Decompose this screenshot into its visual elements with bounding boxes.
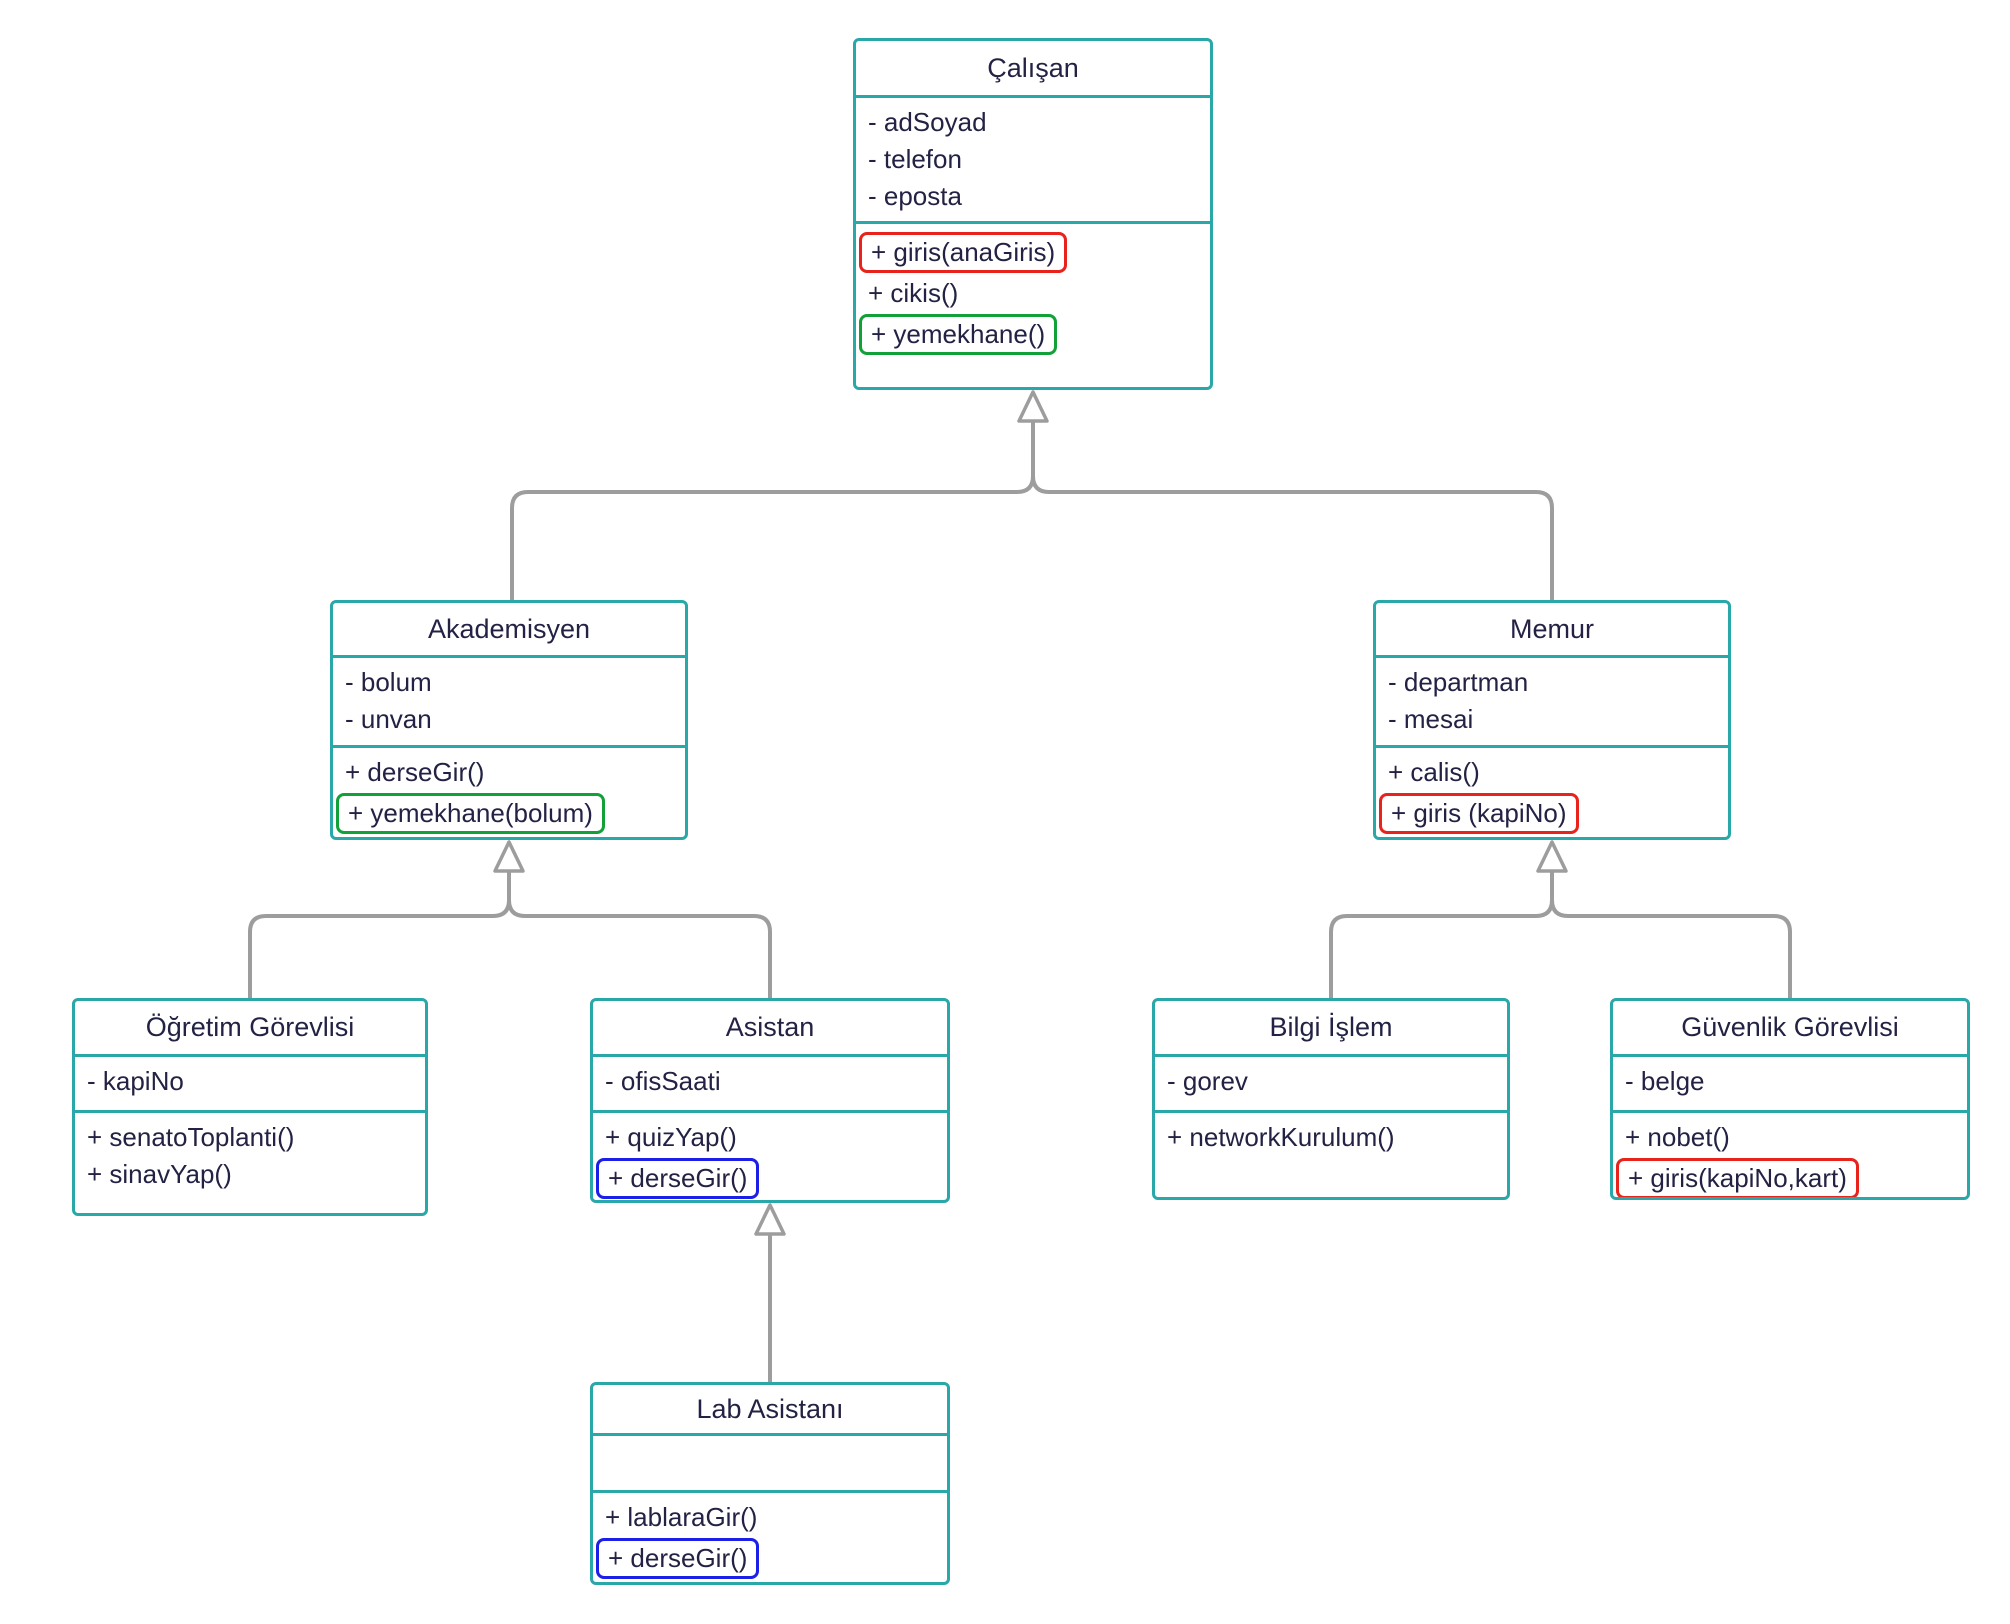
method-line-highlighted-red: + giris(anaGiris) xyxy=(859,232,1068,273)
class-box-ogretim-gorevlisi: Öğretim Görevlisi - kapiNo + senatoTopla… xyxy=(72,998,428,1216)
class-attributes: - bolum - unvan xyxy=(333,658,685,748)
class-title: Memur xyxy=(1376,603,1728,658)
class-attributes: - kapiNo xyxy=(75,1057,425,1113)
class-box-bilgi-islem: Bilgi İşlem - gorev + networkKurulum() xyxy=(1152,998,1510,1200)
attribute-line: - kapiNo xyxy=(87,1066,184,1096)
class-attributes: - ofisSaati xyxy=(593,1057,947,1113)
class-box-asistan: Asistan - ofisSaati + quizYap() + derseGi… xyxy=(590,998,950,1203)
attribute-line: - telefon xyxy=(868,144,962,174)
class-title: Asistan xyxy=(593,1001,947,1057)
class-box-akademisyen: Akademisyen - bolum- unvan + derseGir()+… xyxy=(330,600,688,840)
connector-calisan-children xyxy=(510,421,1554,600)
attribute-line: - unvan xyxy=(345,704,432,734)
class-title: Akademisyen xyxy=(333,603,685,658)
class-methods: + calis() + giris (kapiNo) xyxy=(1376,748,1728,837)
class-methods: + giris(anaGiris) + cikis() + yemekhane() xyxy=(856,224,1210,387)
class-methods: + senatoToplanti() + sinavYap() xyxy=(75,1113,425,1213)
method-line: + sinavYap() xyxy=(87,1159,232,1189)
inheritance-arrow-asistan xyxy=(754,1203,786,1236)
class-title: Bilgi İşlem xyxy=(1155,1001,1507,1057)
attribute-line: - belge xyxy=(1625,1066,1705,1096)
class-box-lab-asistani: Lab Asistanı + lablaraGir() + derseGir() xyxy=(590,1382,950,1585)
method-line: + lablaraGir() xyxy=(605,1502,758,1532)
method-line-highlighted-red: + giris (kapiNo) xyxy=(1379,793,1579,834)
class-attributes: - belge xyxy=(1613,1057,1967,1113)
class-box-calisan: Çalışan - adSoyad - telefon - eposta + gir… xyxy=(853,38,1213,390)
class-attributes: - gorev xyxy=(1155,1057,1507,1113)
class-attributes xyxy=(593,1436,947,1493)
class-methods: + lablaraGir() + derseGir() xyxy=(593,1493,947,1582)
method-line-highlighted-red: + giris(kapiNo,kart) xyxy=(1616,1158,1859,1197)
inheritance-arrow-memur xyxy=(1536,840,1568,873)
attribute-line: - gorev xyxy=(1167,1066,1248,1096)
attribute-line: - departman xyxy=(1388,667,1529,697)
attribute-line: - adSoyad xyxy=(868,107,987,137)
inheritance-arrow-akademisyen xyxy=(493,840,525,873)
method-line: + networkKurulum() xyxy=(1167,1122,1395,1152)
method-line: + calis() xyxy=(1388,757,1480,787)
class-title: Çalışan xyxy=(856,41,1210,98)
method-line: + quizYap() xyxy=(605,1122,737,1152)
class-attributes: - departman - mesai xyxy=(1376,658,1728,748)
class-methods: + networkKurulum() xyxy=(1155,1113,1507,1197)
class-methods: + quizYap() + derseGir() xyxy=(593,1113,947,1200)
class-box-guvenlik-gorevlisi: Güvenlik Görevlisi - belge + nobet() + gi… xyxy=(1610,998,1970,1200)
attribute-line: - bolum xyxy=(345,667,432,697)
class-methods: + derseGir() + yemekhane(bolum) xyxy=(333,748,685,837)
connector-akademisyen-children xyxy=(248,871,772,998)
inheritance-arrow-calisan xyxy=(1017,390,1049,423)
method-line: + cikis() xyxy=(868,278,959,308)
method-line: + nobet() xyxy=(1625,1122,1730,1152)
method-line-highlighted-blue: + derseGir() xyxy=(596,1158,760,1199)
class-methods: + nobet() + giris(kapiNo,kart) xyxy=(1613,1113,1967,1197)
connector-memur-children xyxy=(1329,871,1792,998)
method-line: + derseGir() xyxy=(345,757,485,787)
attribute-line: - mesai xyxy=(1388,704,1474,734)
attribute-line: - eposta xyxy=(868,181,962,211)
method-line-highlighted-blue: + derseGir() xyxy=(596,1538,760,1579)
class-attributes: - adSoyad - telefon - eposta xyxy=(856,98,1210,224)
class-title: Güvenlik Görevlisi xyxy=(1613,1001,1967,1057)
attribute-line: - ofisSaati xyxy=(605,1066,721,1096)
class-box-memur: Memur - departman - mesai + calis() + giri… xyxy=(1373,600,1731,840)
method-line-highlighted-green: + yemekhane() xyxy=(859,314,1058,355)
class-title: Lab Asistanı xyxy=(593,1385,947,1436)
method-line-highlighted-green: + yemekhane(bolum) xyxy=(336,793,605,834)
method-line: + senatoToplanti() xyxy=(87,1122,295,1152)
class-title: Öğretim Görevlisi xyxy=(75,1001,425,1057)
